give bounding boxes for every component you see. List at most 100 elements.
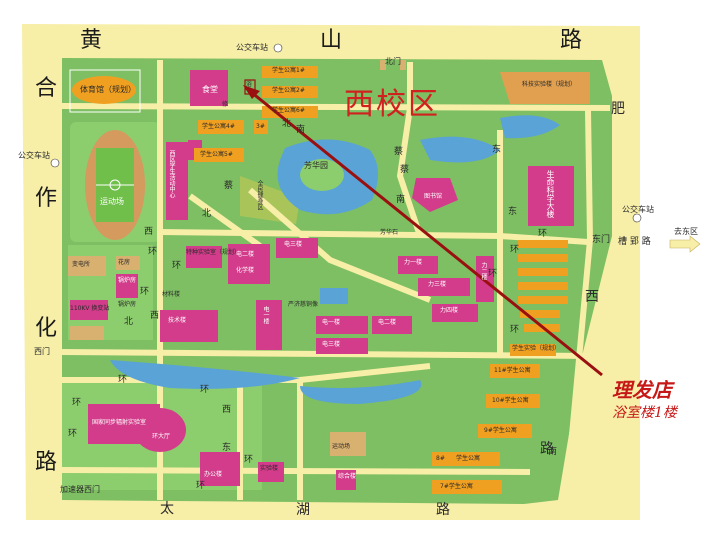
south-lake — [110, 360, 300, 389]
road-dir-north2: 北 — [124, 317, 134, 327]
lab-b3-label: 电三楼 — [284, 241, 303, 248]
dorm-8b-label: 学生公寓 — [456, 455, 481, 462]
dorm-6-label: 学生公寓6# — [272, 107, 305, 114]
dorm-10-label: 10#学生公寓 — [492, 397, 529, 404]
lake-east-1 — [500, 115, 560, 139]
road-hezuohua-2: 作 — [35, 186, 58, 211]
road-huangshan-1: 黄 — [80, 28, 103, 53]
fanghua-stone-label: 芳华石 — [380, 229, 399, 236]
dorm-4-label: 学生公寓4# — [202, 123, 235, 130]
bath-label: 浴 — [246, 81, 253, 88]
xiuxing-label: 修 — [222, 101, 229, 108]
boiler2-label: 锅炉房 — [118, 301, 137, 308]
road-dir-west2: 西 — [150, 311, 160, 321]
stadium-label: 运动场 — [100, 197, 124, 206]
sync-lab-label: 国家同步辐射实验室 — [92, 419, 147, 426]
south-lake-2 — [300, 380, 422, 404]
lab-b1-label: 电一楼 — [262, 306, 269, 324]
bus-stop-right: 公交车站 — [622, 205, 654, 214]
ring-label-10: 环 — [510, 325, 520, 335]
lab-e1-label: 电一楼 — [322, 319, 341, 326]
ring-label-13: 环 — [140, 287, 150, 297]
ring-label-1: 环 — [72, 398, 82, 408]
dorm-9-label: 9#学生公寓 — [484, 427, 517, 434]
ring-label-11: 环 — [172, 261, 182, 271]
life-science-label: 生命科学大楼 — [546, 170, 555, 218]
callout-line — [245, 86, 603, 377]
dorm-11-label: 11#学生公寓 — [494, 367, 531, 374]
ring-label-12: 环 — [148, 247, 158, 257]
life-science-shape — [528, 166, 574, 226]
gym-shape — [72, 76, 136, 104]
materials-label: 材料楼 — [162, 291, 181, 298]
road-cai-1: 蔡 — [394, 147, 404, 157]
ring-label-9: 环 — [488, 269, 498, 279]
road-huangshan-3: 路 — [560, 28, 583, 53]
road-feixi-1: 肥 — [611, 101, 625, 117]
gym-label: 体育馆（规划） — [80, 85, 136, 94]
lake-east-2 — [420, 136, 500, 163]
fitness-area — [240, 176, 300, 224]
road-dir-west3: 西 — [222, 405, 232, 415]
power-label: 变电所 — [72, 261, 91, 268]
road-dir-east2: 东 — [508, 207, 518, 217]
bus-stop-left: 公交车站 — [18, 151, 50, 160]
library-shape — [412, 178, 458, 212]
dorm-8-label: 8# — [436, 455, 445, 462]
ring-label-6: 环 — [196, 481, 206, 491]
west-gate-label: 西门 — [34, 347, 50, 356]
stadium-z-label: 综合楼 — [338, 473, 357, 480]
yan-ji-label: 严济慈铜像 — [288, 301, 319, 308]
road-cai-3: 蔡 — [224, 181, 234, 191]
fanghua-label: 芳华园 — [304, 161, 328, 170]
canteen-label: 食堂 — [202, 85, 218, 94]
ring-label-4: 环 — [68, 429, 78, 439]
dorm-5-label: 学生公寓5# — [200, 151, 233, 158]
lab-l3-label: 力三楼 — [428, 281, 447, 288]
lab-l2-label: 力二楼 — [480, 262, 487, 280]
lab-s-label: 实验楼 — [260, 465, 279, 472]
road-dir-south2: 南 — [296, 125, 306, 135]
dorm-2-label: 学生公寓2# — [272, 87, 305, 94]
ring-label-8: 环 — [538, 229, 548, 239]
south-gate-label: 加速器西门 — [60, 485, 100, 494]
lab-b2-label: 电二楼 — [236, 251, 255, 258]
ring-label-7: 环 — [510, 245, 520, 255]
transformer-label: 110KV 换变站 — [70, 305, 110, 312]
road-dir-south: 南 — [548, 447, 558, 457]
canteen-shape — [190, 70, 228, 106]
road-feixi-2: 西 — [585, 289, 599, 305]
road-huangshan-2: 山 — [320, 28, 343, 53]
road-hezuohua-4: 路 — [35, 450, 58, 475]
dorm-7-label: 7#学生公寓 — [440, 483, 473, 490]
road-dir-west: 西 — [144, 227, 154, 237]
fitness-label: 全民健身区 — [256, 180, 263, 210]
dorm-1-label: 学生公寓1# — [272, 67, 305, 74]
special-lab-label: 特种实验室（规划） — [186, 249, 241, 256]
road-dir-north: 北 — [202, 209, 212, 219]
bus-stop-top: 公交车站 — [236, 43, 268, 52]
lab-l1-label: 力一楼 — [404, 259, 423, 266]
road-taihu-2: 湖 — [296, 502, 310, 518]
student-exp-label: 学生实验（规划） — [512, 345, 561, 352]
callout-title: 理发店 — [612, 378, 672, 402]
ring-label-3: 环 — [200, 385, 210, 395]
dorm-3-label: 3# — [256, 123, 265, 130]
road-dir-east3: 东 — [222, 443, 232, 453]
boiler1-label: 锅炉房 — [118, 277, 137, 284]
callout-arrowhead — [243, 85, 260, 99]
ring-hall-label: 环大厅 — [152, 433, 171, 440]
activity-center-label: 西区学生活动中心 — [168, 150, 175, 198]
road-hezuohua-1: 合 — [35, 76, 58, 101]
callout-subtitle: 浴室楼1楼 — [612, 405, 677, 421]
stadium2-label: 运动场 — [332, 443, 351, 450]
east-gate-label: 东门 — [592, 235, 611, 245]
library-label: 图书馆 — [424, 193, 443, 200]
tech-lab-shape — [500, 72, 590, 104]
road-taihu-1: 太 — [160, 501, 174, 517]
tech-lab-label: 科技实验楼（规划） — [522, 81, 577, 88]
campus-name: 西校区 — [344, 87, 440, 122]
activity-center-shape — [166, 142, 188, 220]
